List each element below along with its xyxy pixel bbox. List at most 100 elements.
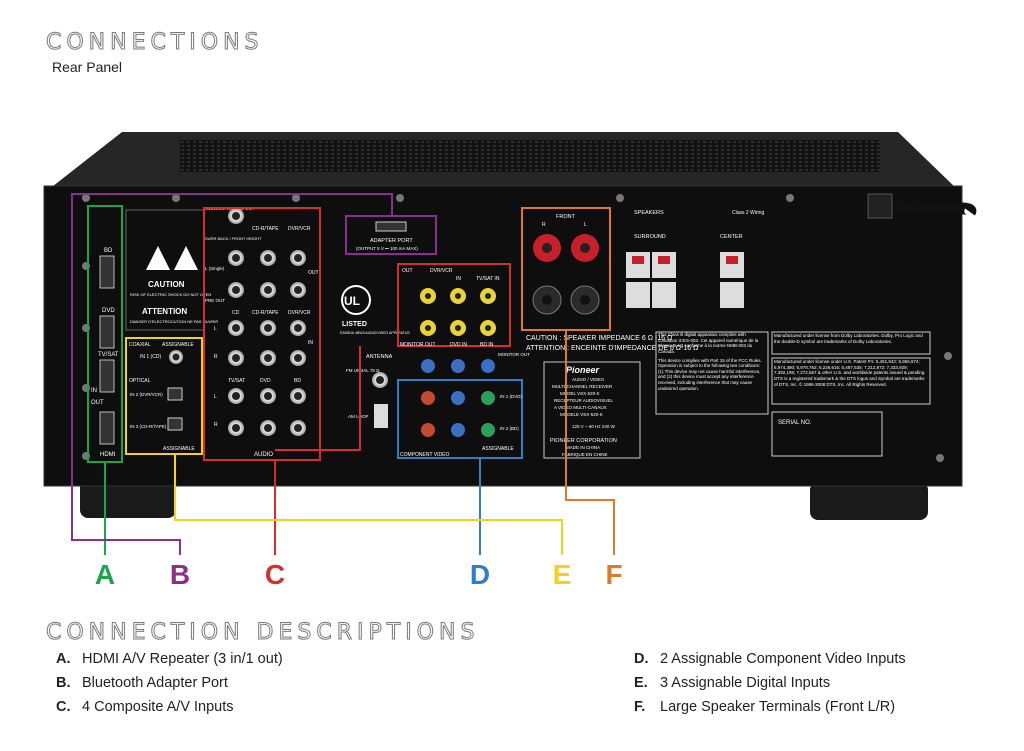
component-video-jacks[interactable]	[421, 359, 495, 437]
optical-assignable-label: ASSIGNABLE	[163, 446, 195, 452]
adapter-port-label: ADAPTER PORT	[370, 238, 413, 244]
hdmi-dvd-label: DVD	[102, 308, 115, 314]
leader-line-f	[565, 330, 615, 555]
caution-label: CAUTION	[148, 280, 185, 289]
audio-label: AUDIO	[254, 452, 273, 458]
subwoofer-jack[interactable]	[228, 208, 244, 224]
audio-cd-label: CD	[232, 310, 240, 316]
speaker-attention-text: ATTENTION : ENCEINTE D'IMPEDANCE DE 6 Ω-…	[526, 345, 698, 352]
ul-logo	[341, 285, 371, 315]
right-foot	[810, 482, 928, 520]
hdmi-bd-label: BD	[104, 248, 113, 254]
audio-tvsat-label: TV/SAT	[228, 378, 245, 384]
description-f: F.Large Speaker Terminals (Front L/R)	[634, 699, 895, 715]
description-d: D. 2 Assignable Component Video Inputs	[634, 651, 906, 667]
adapter-port-spec: (OUTPUT 5 V ⎓ 100 mA MAX)	[356, 246, 418, 251]
am-loop-terminal[interactable]	[374, 404, 388, 428]
audio-r-label-2: R	[214, 422, 218, 428]
description-b: B.Bluetooth Adapter Port	[56, 675, 228, 691]
serial-label: SERIAL NO.	[778, 420, 812, 426]
optical-in2-label: IN 2 (DVR/VCR)	[130, 392, 163, 397]
callout-c: C	[265, 559, 285, 590]
optical-label: OPTICAL	[129, 378, 151, 384]
page-subtitle: Rear Panel	[52, 59, 123, 75]
description-c-text: 4 Composite A/V Inputs	[82, 699, 234, 715]
component-video-label: COMPONENT VIDEO	[400, 452, 449, 458]
composite-video-jacks[interactable]	[420, 288, 496, 336]
power-cord	[879, 200, 977, 217]
coaxial-label: COAXIAL	[129, 342, 151, 348]
model-power: 120 V ~ 60 Hz 240 W	[572, 424, 616, 429]
digital-inputs-highlight	[125, 337, 203, 455]
video-in-label: IN	[456, 276, 461, 282]
surround-label: SURROUND	[634, 234, 666, 240]
video-tvsat-label: TV/SAT IN	[476, 276, 500, 282]
description-f-letter: F.	[634, 699, 646, 715]
adapter-port[interactable]	[375, 221, 407, 232]
callout-a: A	[95, 559, 115, 590]
hdmi-in-label: IN	[91, 388, 97, 394]
vent-grille	[180, 140, 880, 172]
video-monitor-out-label: MONITOR OUT	[400, 342, 435, 348]
audio-out-label: OUT	[308, 270, 319, 276]
dts-text: Manufactured under license under U.S. Pa…	[774, 359, 926, 387]
description-e: E. 3 Assignable Digital Inputs	[634, 675, 830, 691]
optical-in3-port[interactable]	[167, 417, 183, 431]
hdmi-ports[interactable]	[99, 255, 115, 445]
description-c-letter: C.	[56, 699, 71, 715]
ul-logo-letters: UL	[344, 294, 360, 308]
video-dvrvcr-label: DVR/VCR	[430, 268, 453, 274]
model-line1: AUDIO / VIDEO	[572, 377, 605, 382]
description-d-letter: D.	[634, 651, 649, 667]
callout-e: E	[553, 559, 572, 590]
speaker-caution-text: CAUTION : SPEAKER IMPEDANCE 6 Ω -16 Ω	[526, 335, 672, 342]
callout-d: D	[470, 559, 490, 590]
fm-antenna-jack[interactable]	[372, 372, 388, 388]
front-l-label: L	[584, 222, 587, 228]
antenna-am-label: AM LOOP	[348, 414, 369, 419]
attention-text: DANGER D'ELECTROCUTION NE PAS OUVRIR	[130, 319, 218, 324]
description-d-text: 2 Assignable Component Video Inputs	[660, 651, 906, 667]
dolby-text: Manufactured under license from Dolby La…	[774, 333, 923, 344]
front-speaker-terminals[interactable]	[532, 234, 600, 315]
dolby-text-area: Manufactured under license from Dolby La…	[774, 333, 923, 344]
audio-cdr-label-2: CD-R/TAPE	[252, 310, 279, 316]
video-dvd-in-label: DVD IN	[450, 342, 467, 348]
video-inputs-highlight	[397, 263, 511, 347]
audio-surrback-label: SURR BACK / FRONT HEIGHT	[205, 236, 262, 241]
dts-text-area: Manufactured under license under U.S. Pa…	[774, 359, 926, 387]
component-monitor-out-label: MONITOR OUT	[498, 352, 530, 357]
speakers-label: SPEAKERS	[634, 210, 664, 216]
audio-cdr-label: CD-R/TAPE	[252, 226, 279, 232]
description-e-letter: E.	[634, 675, 648, 691]
center-label: CENTER	[720, 234, 743, 240]
audio-r-label: R	[214, 354, 218, 360]
fcc-box	[655, 331, 769, 415]
model-number: MODEL VSX-520-K	[560, 391, 600, 396]
description-c: C. 4 Composite A/V Inputs	[56, 699, 234, 715]
fcc-text-area: This Class B digital apparatus complies …	[658, 332, 762, 391]
model-made: MADE IN CHINA	[566, 445, 600, 450]
dolby-box	[771, 331, 931, 355]
dts-box	[771, 357, 931, 405]
attention-label: ATTENTION	[142, 307, 187, 316]
optical-in3-label: IN 3 (CD-R/TAPE)	[130, 424, 167, 429]
audio-jacks[interactable]	[228, 250, 306, 436]
component-video-highlight	[397, 379, 523, 459]
component-in1-label: IN 1 (DVD)	[500, 394, 523, 399]
description-a: A.HDMI A/V Repeater (3 in/1 out)	[56, 651, 283, 667]
coaxial-assignable-label: ASSIGNABLE	[162, 342, 194, 348]
optical-in2-port[interactable]	[167, 387, 183, 401]
leader-line-b	[71, 193, 393, 555]
coaxial-jack[interactable]	[169, 350, 183, 364]
audio-l-label-2: L	[214, 394, 217, 400]
description-e-text: 3 Assignable Digital Inputs	[660, 675, 831, 691]
model-line5: A VIDEO MULTI-CANAUX	[554, 405, 607, 410]
surround-center-terminals[interactable]	[626, 252, 744, 308]
descriptions-title: CONNECTION DESCRIPTIONS	[45, 620, 480, 646]
audio-in-label: IN	[308, 340, 313, 346]
front-label: FRONT	[556, 214, 576, 220]
audio-dvd-label: DVD	[260, 378, 271, 384]
audio-l-label: L	[214, 326, 217, 332]
